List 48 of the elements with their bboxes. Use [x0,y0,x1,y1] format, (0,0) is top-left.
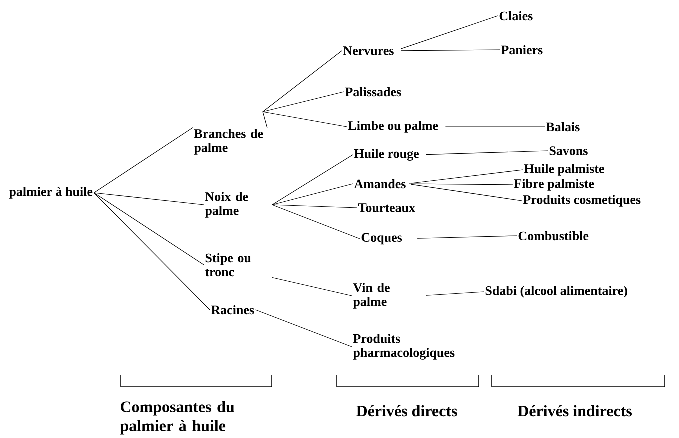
node-label: Tourteaux [358,204,416,212]
node-label: Produits cosmetiques [523,195,641,207]
node-label: Huile rouge [354,149,419,161]
node-label: Sdabi (alcool alimentaire) [486,286,628,298]
node-label: Coques [362,233,402,245]
connector-line [262,50,342,128]
node-label: Branches de palme [194,129,264,155]
node-label: Huile palmiste [524,164,604,176]
section-heading: Dérivés indirects [518,405,632,417]
connector-line [417,236,518,239]
connector-line [400,16,498,50]
connector-line [94,192,204,266]
node-label: Fibre palmiste [514,179,594,191]
connector-line [272,277,352,296]
connector-line [426,292,484,296]
node-label: Noix de palme [205,192,248,218]
node-label: Vin de palme [353,283,390,309]
node-label: palmier à huile [9,187,93,199]
node-label: Palissades [345,87,402,97]
node-label: Claies [500,11,533,21]
connector-line [272,204,358,208]
node-label: Nervures [343,46,394,56]
connector-line [262,112,348,128]
section-heading: Composantes du palmier à huile [120,401,234,435]
node-label: Paniers [501,45,543,55]
node-label: Amandes [354,179,406,189]
connector-line [272,154,354,206]
connector-line [94,128,194,194]
connector-line [94,192,210,310]
connector-line [409,184,514,186]
node-label: Balais [546,122,580,132]
connector-line [94,192,204,206]
connector-line [445,126,546,128]
connector-line [262,92,344,112]
connector-line [411,170,524,184]
section-heading: Dérivés directs [356,405,458,417]
connector-line [411,184,522,202]
connector-line [401,50,500,52]
connector-line [426,150,548,156]
node-label: Produits pharmacologiques [353,334,455,360]
node-label: Racines [211,305,254,315]
node-label: Combustible [518,231,589,241]
node-label: Stipe ou tronc [205,253,252,277]
connector-line [255,310,352,348]
connector-line [272,204,360,240]
connector-line [272,184,354,206]
node-label: Savons [550,146,588,156]
node-label: Limbe ou palme [348,121,438,133]
